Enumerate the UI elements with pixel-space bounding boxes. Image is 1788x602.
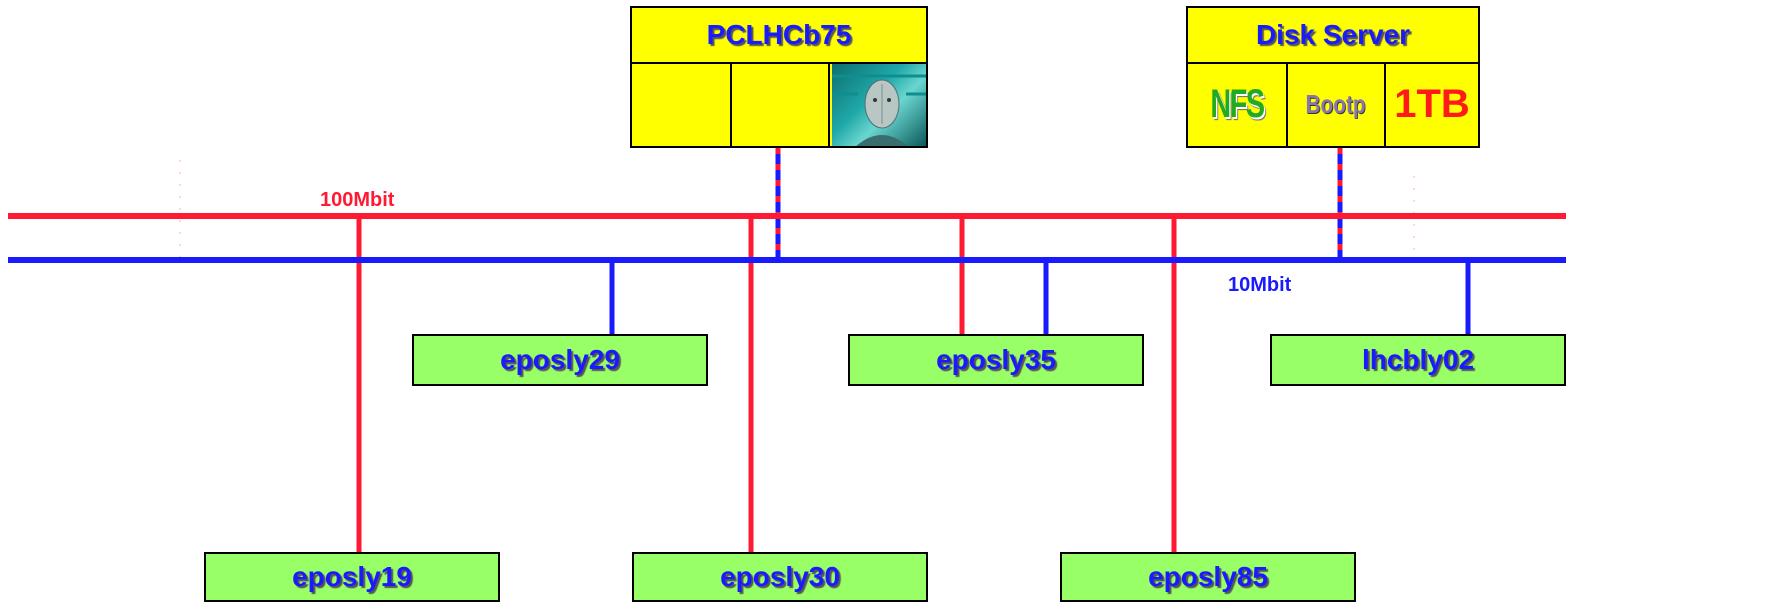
nfs-logo: NFS	[1210, 81, 1265, 126]
host-eposly35[interactable]: eposly35	[848, 334, 1144, 386]
host-eposly30[interactable]: eposly30	[632, 552, 928, 602]
server-slot-1	[632, 62, 730, 146]
server-slot-2	[730, 62, 828, 146]
server-title-text: PCLHCb75	[706, 19, 852, 50]
capacity-label: 1TB	[1394, 81, 1470, 126]
host-eposly85[interactable]: eposly85	[1060, 552, 1356, 602]
host-eposly29[interactable]: eposly29	[412, 334, 708, 386]
face-photo-icon	[832, 64, 926, 146]
host-label: eposly35	[936, 344, 1056, 375]
label-100mbit: 100Mbit	[320, 189, 395, 211]
server-pclhcb75[interactable]: PCLHCb75	[630, 6, 928, 148]
host-lhcbly02[interactable]: lhcbly02	[1270, 334, 1566, 386]
bootp-logo: Bootp	[1305, 88, 1367, 119]
host-label: eposly85	[1148, 561, 1268, 592]
host-label: eposly29	[500, 344, 620, 375]
label-10mbit: 10Mbit	[1228, 274, 1292, 296]
host-label: eposly30	[720, 561, 840, 592]
server-slot-bootp: Bootp	[1286, 62, 1384, 146]
server-slot-photo	[828, 62, 926, 146]
host-label: lhcbly02	[1361, 344, 1475, 375]
server-title: Disk Server	[1188, 8, 1478, 64]
host-label: eposly19	[292, 561, 412, 592]
server-title: PCLHCb75	[632, 8, 926, 64]
server-slot-nfs: NFS	[1188, 62, 1286, 146]
server-disk[interactable]: Disk Server NFS Bootp 1TB	[1186, 6, 1480, 148]
host-eposly19[interactable]: eposly19	[204, 552, 500, 602]
server-slot-capacity: 1TB	[1384, 62, 1478, 146]
server-title-text: Disk Server	[1255, 19, 1411, 50]
